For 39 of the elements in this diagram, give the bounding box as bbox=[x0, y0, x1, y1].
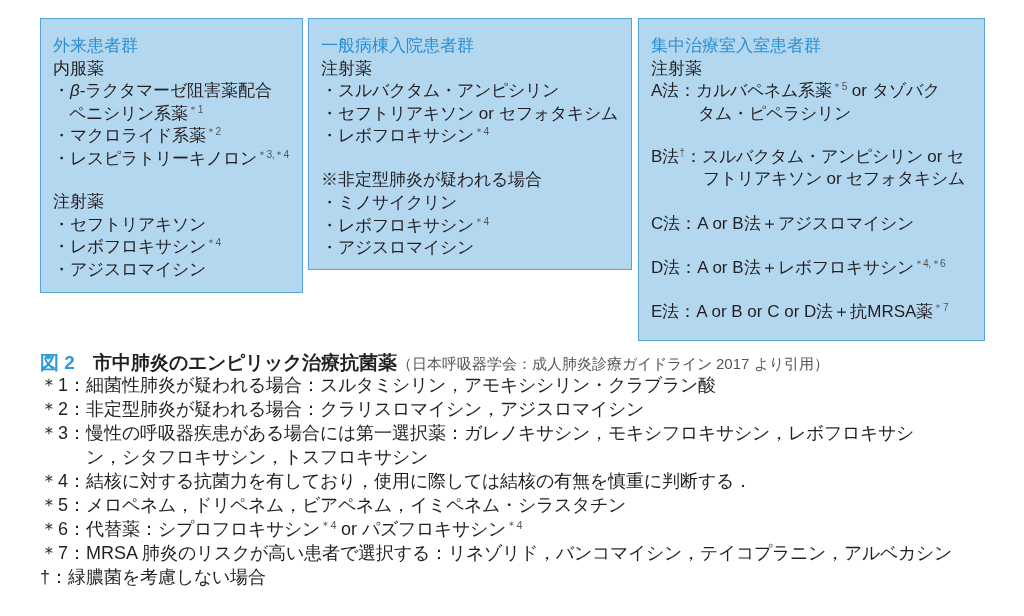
drug-item: ・β-ラクタマーゼ阻害薬配合ペニシリン系薬$^{＊1}$ bbox=[53, 80, 274, 125]
section-label: 注射薬 bbox=[651, 57, 703, 80]
drug-item: ・スルバクタム・アンピシリン bbox=[321, 80, 560, 103]
drug-item: ・レボフロキサシン$^{＊4}$ bbox=[321, 214, 490, 237]
drug-item: ・レスピラトリーキノロン$^{＊3,＊4}$ bbox=[53, 147, 290, 170]
drug-item: ・セフトリアキソン or セフォタキシム bbox=[321, 102, 619, 125]
footnote: ＊1：細菌性肺炎が疑われる場合：スルタミシリン，アモキシシリン・クラブラン酸 bbox=[40, 374, 717, 397]
group-box bbox=[40, 18, 303, 293]
regimen-line: A法：カルバペネム系薬$^{＊5}$ or タゾバクタム・ピペラシリン bbox=[651, 80, 941, 125]
figure-title: 市中肺炎のエンピリック治療抗菌薬 bbox=[92, 351, 397, 375]
footnote: ＊7：MRSA 肺炎のリスクが高い患者で選択する：リネゾリド，バンコマイシン，テイコプラニン，アルベカシン bbox=[40, 542, 954, 565]
condition-note: ※非定型肺炎が疑われる場合 bbox=[321, 169, 543, 192]
section-label: 注射薬 bbox=[321, 57, 373, 80]
figure-number: 図 2 bbox=[40, 351, 75, 375]
group-box bbox=[638, 18, 985, 341]
group-heading: 集中治療室入室患者群 bbox=[651, 35, 822, 57]
regimen-line: E法：A or B or C or D法＋抗MRSA薬$^{＊7}$ bbox=[651, 301, 950, 324]
section-label: 注射薬 bbox=[53, 191, 105, 214]
drug-item: ・アジスロマイシン bbox=[321, 237, 475, 260]
regimen-line: C法：A or B法＋アジスロマイシン bbox=[651, 212, 915, 235]
drug-item: ・ミノサイクリン bbox=[321, 192, 458, 215]
footnote: †：緑膿菌を考慮しない場合 bbox=[40, 566, 267, 589]
group-heading: 外来患者群 bbox=[53, 35, 139, 57]
footnote: ＊2：非定型肺炎が疑われる場合：クラリスロマイシン，アジスロマイシン bbox=[40, 398, 645, 421]
drug-item: ・レボフロキサシン$^{＊4}$ bbox=[53, 236, 222, 259]
regimen-line: B法$^{†}$：スルバクタム・アンピシリン or セフトリアキソン or セフォタキシム bbox=[651, 145, 967, 191]
drug-item: ・セフトリアキソン bbox=[53, 213, 207, 236]
source-citation: （日本呼吸器学会：成人肺炎診療ガイドライン 2017 より引用） bbox=[396, 355, 829, 374]
drug-item: ・レボフロキサシン$^{＊4}$ bbox=[321, 125, 490, 148]
drug-item: ・アジスロマイシン bbox=[53, 258, 207, 281]
footnote: ＊4：結核に対する抗菌力を有しており，使用に際しては結核の有無を慎重に判断する． bbox=[40, 470, 753, 493]
footnote: ＊5：メロペネム，ドリペネム，ビアペネム，イミペネム・シラスタチン bbox=[40, 494, 627, 517]
section-label: 内服薬 bbox=[53, 57, 105, 80]
footnote: ＊6：代替薬：シプロフロキサシン$^{＊4}$ or パズフロキサシン$^{＊4}$ bbox=[40, 517, 524, 541]
regimen-line: D法：A or B法＋レボフロキサシン$^{＊4,＊6}$ bbox=[651, 256, 947, 279]
group-box bbox=[308, 18, 632, 270]
footnote: ＊3：慢性の呼吸器疾患がある場合には第一選択薬：ガレノキサシン，モキシフロキサシン，レボフロキサシン，シタフロキサシン，トスフロキサシン bbox=[40, 422, 915, 469]
group-heading: 一般病棟入院患者群 bbox=[321, 35, 475, 57]
drug-item: ・マクロライド系薬$^{＊2}$ bbox=[53, 125, 222, 148]
